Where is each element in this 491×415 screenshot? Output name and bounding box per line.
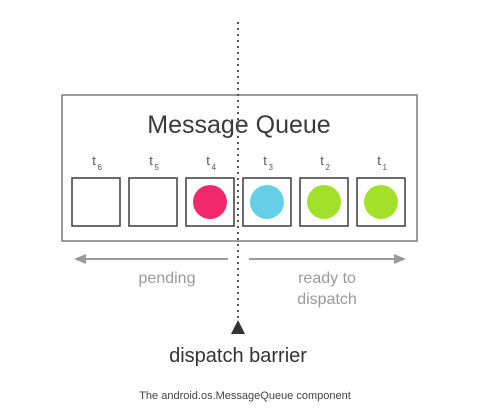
slot-time-subscript: 6: [98, 163, 103, 172]
ready-label-line1: ready to: [298, 270, 356, 287]
message-dot: [250, 185, 284, 219]
ready-arrow-head: [394, 254, 406, 264]
pending-arrow-head: [74, 254, 86, 264]
slot-time-label: t: [149, 153, 153, 168]
slot-time-subscript: 1: [383, 163, 388, 172]
slot-time-label: t: [92, 153, 96, 168]
slot-time-subscript: 2: [326, 163, 331, 172]
pending-arrow: [74, 254, 228, 264]
pending-label: pending: [139, 270, 196, 287]
ready-arrow: [249, 254, 406, 264]
empty-message-slot: [128, 177, 178, 227]
ready-label-line2: dispatch: [297, 291, 357, 308]
message-dot: [307, 185, 341, 219]
slot-time-label: t: [377, 153, 381, 168]
slot-time-subscript: 4: [212, 163, 217, 172]
message-dot: [364, 185, 398, 219]
dispatch-barrier-label: dispatch barrier: [169, 345, 307, 367]
barrier-triangle-icon: [231, 320, 245, 334]
empty-message-slot: [71, 177, 121, 227]
slot-time-subscript: 5: [155, 163, 160, 172]
figure-caption: The android.os.MessageQueue component: [139, 390, 351, 402]
slot-time-label: t: [263, 153, 267, 168]
slot-time-label: t: [206, 153, 210, 168]
slot-time-label: t: [320, 153, 324, 168]
slot-time-subscript: 3: [269, 163, 274, 172]
message-dot: [193, 185, 227, 219]
